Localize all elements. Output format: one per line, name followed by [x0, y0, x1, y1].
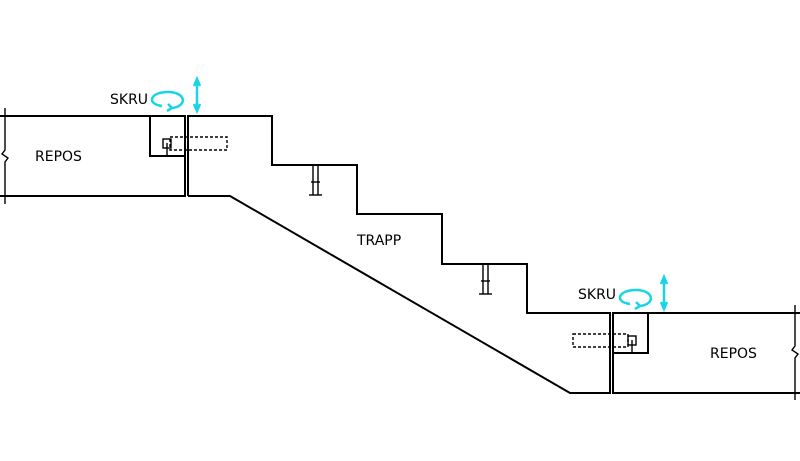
right-landing: [612, 305, 800, 400]
rotate-icon: [618, 288, 652, 311]
landing-label-right: REPOS: [710, 346, 757, 362]
screw-bolt-top: [162, 136, 228, 156]
left-landing: [0, 108, 186, 204]
vertical-adjust-arrow-icon: [659, 273, 669, 313]
screw-bolt-bottom: [572, 333, 637, 353]
stair-flight: [187, 115, 611, 394]
vertical-adjust-arrow-icon: [192, 75, 202, 115]
support-leg: [309, 165, 322, 196]
screw-label-top: SKRU: [110, 92, 148, 108]
landing-label-left: REPOS: [35, 149, 82, 165]
break-line: [0, 108, 10, 204]
stair-label: TRAPP: [356, 233, 401, 249]
break-line: [790, 305, 800, 400]
screw-label-bottom: SKRU: [578, 287, 616, 303]
rotate-icon: [150, 90, 184, 113]
support-leg: [479, 264, 492, 295]
